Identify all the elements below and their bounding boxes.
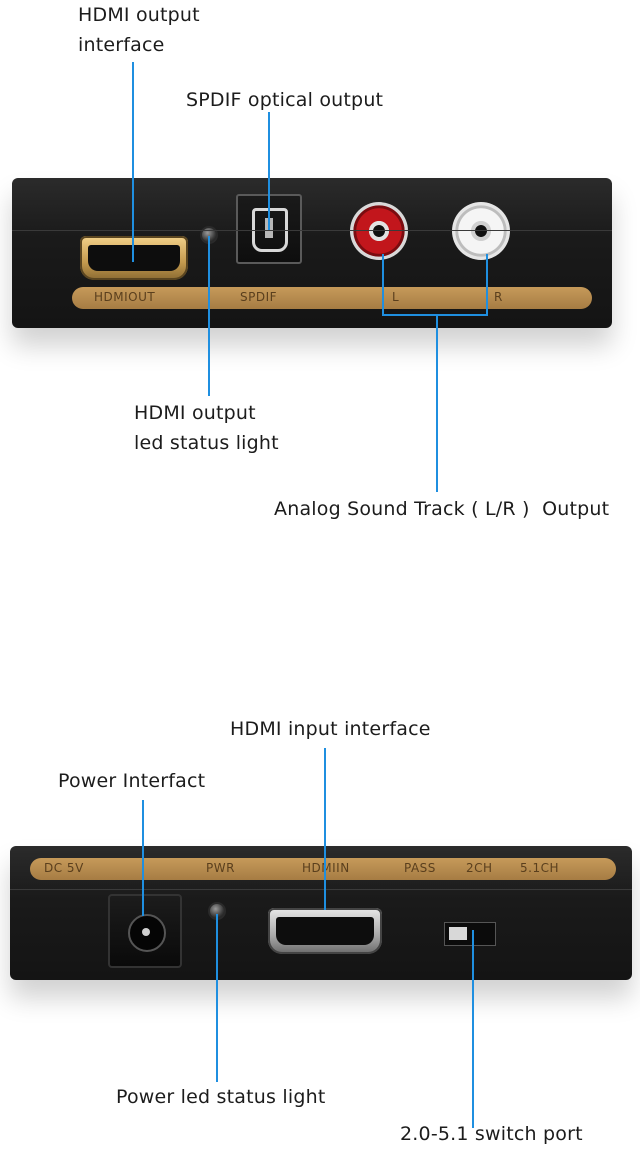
hdmi-output-callout-line2: interface — [78, 34, 165, 56]
strip-label-spdif: SPDIF — [240, 290, 278, 304]
analog-callout-line — [436, 314, 438, 492]
hdmi-output-port — [80, 236, 188, 280]
front-label-strip: HDMIOUT SPDIF L R — [72, 287, 592, 309]
strip-label-right: R — [494, 290, 503, 304]
back-view-panel: HDMI input interface Power Interfact DC … — [0, 576, 640, 1152]
power-callout-line — [142, 800, 144, 916]
analog-callout: Analog Sound Track ( L/R ) Output — [274, 494, 609, 524]
strip-label-hdmi-out: HDMIOUT — [94, 290, 156, 304]
led-callout-line — [208, 236, 210, 396]
power-led-callout: Power led status light — [116, 1082, 326, 1112]
power-led-callout-line — [216, 914, 218, 1082]
rca-left-port — [350, 202, 408, 260]
front-view-panel: HDMI output interface SPDIF optical outp… — [0, 0, 640, 540]
strip-label-pass: PASS — [404, 861, 436, 875]
device-back-body: DC 5V PWR HDMIIN PASS 2CH 5.1CH — [10, 846, 632, 980]
dc-power-jack — [108, 894, 182, 968]
strip-label-pwr: PWR — [206, 861, 235, 875]
strip-label-51ch: 5.1CH — [520, 861, 559, 875]
spdif-callout-line — [268, 112, 270, 230]
rca-left-callout-line — [382, 254, 384, 316]
led-callout: HDMI output led status light — [134, 398, 279, 458]
hdmi-input-callout-line — [324, 748, 326, 910]
hdmi-input-callout: HDMI input interface — [230, 714, 431, 744]
rca-bracket-line — [382, 314, 488, 316]
analog-callout-text: Analog Sound Track ( L/R ) Output — [274, 498, 610, 520]
power-callout: Power Interfact — [58, 766, 205, 796]
panel-divider — [0, 540, 640, 576]
strip-label-2ch: 2CH — [466, 861, 493, 875]
hdmi-output-callout: HDMI output interface — [78, 0, 200, 60]
hdmi-output-callout-line — [132, 62, 134, 262]
rca-right-callout-line — [486, 254, 488, 316]
spdif-callout-text: SPDIF optical output — [186, 89, 384, 111]
led-callout-line2: led status light — [134, 432, 279, 454]
rca-right-port — [452, 202, 510, 260]
switch-callout-text: 2.0-5.1 switch port — [400, 1123, 583, 1145]
switch-callout-line — [472, 930, 474, 1128]
strip-label-left: L — [392, 290, 400, 304]
power-callout-text: Power Interfact — [58, 770, 206, 792]
hdmi-output-callout-line1: HDMI output — [78, 4, 200, 26]
power-led-callout-text: Power led status light — [116, 1086, 326, 1108]
strip-label-dc: DC 5V — [44, 861, 84, 875]
led-callout-line1: HDMI output — [134, 402, 256, 424]
channel-switch — [444, 922, 496, 946]
hdmi-input-port — [268, 908, 382, 954]
back-label-strip: DC 5V PWR HDMIIN PASS 2CH 5.1CH — [30, 858, 616, 880]
device-front-body: HDMIOUT SPDIF L R — [12, 178, 612, 328]
switch-callout: 2.0-5.1 switch port — [400, 1119, 583, 1149]
hdmi-input-callout-text: HDMI input interface — [230, 718, 431, 740]
spdif-callout: SPDIF optical output — [186, 85, 383, 115]
